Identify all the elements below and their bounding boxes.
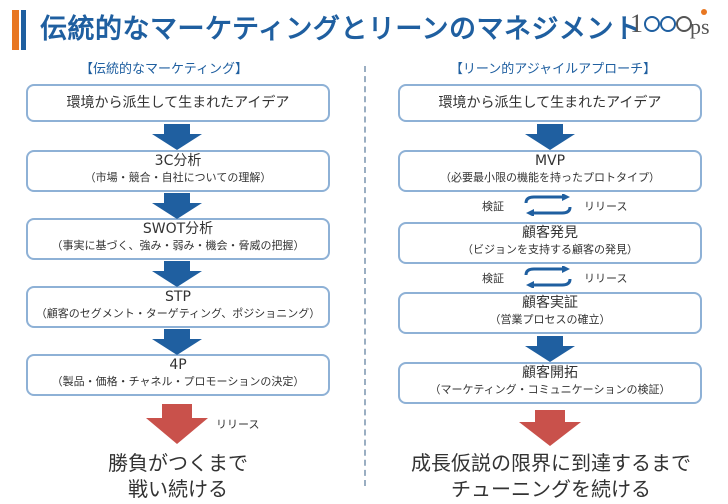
right-section-header: 【リーン的アジャイルアプローチ】 bbox=[449, 62, 657, 77]
loops-logo: 1 ps bbox=[630, 9, 710, 39]
right-box-customer-validation-subtitle: （営業プロセスの確立） bbox=[489, 313, 611, 326]
column-divider bbox=[364, 66, 366, 486]
left-down-arrow-4 bbox=[152, 329, 202, 355]
right-box-customer-discovery: 顧客発見 （ビジョンを支持する顧客の発見） bbox=[398, 222, 702, 264]
left-release-label: リリース bbox=[216, 418, 260, 431]
left-box-4p-title: 4P bbox=[169, 357, 187, 373]
right-box-idea: 環境から派生して生まれたアイデア bbox=[398, 84, 702, 122]
left-box-4p: 4P （製品・価格・チャネル・プロモーションの決定） bbox=[26, 354, 330, 396]
right-box-customer-validation: 顧客実証 （営業プロセスの確立） bbox=[398, 292, 702, 334]
right-down-arrow-1 bbox=[525, 124, 575, 150]
svg-text:1: 1 bbox=[630, 9, 643, 38]
left-bottom-text-line2: 戦い続ける bbox=[128, 477, 228, 501]
right-box-customer-discovery-subtitle: （ビジョンを支持する顧客の発見） bbox=[462, 243, 638, 256]
left-bottom-text: 勝負がつくまで 戦い続ける bbox=[46, 450, 310, 502]
left-bottom-text-line1: 勝負がつくまで bbox=[108, 451, 248, 475]
left-down-arrow-3 bbox=[152, 261, 202, 287]
right-cycle-2-release-label: リリース bbox=[584, 272, 628, 285]
cycle-arrows-icon-2 bbox=[524, 266, 572, 288]
right-box-customer-validation-title: 顧客実証 bbox=[522, 295, 578, 311]
right-red-arrow bbox=[519, 410, 581, 446]
left-down-arrow-1 bbox=[152, 124, 202, 150]
title-accent-bar-orange bbox=[12, 10, 19, 50]
cycle-arrows-icon-1 bbox=[524, 194, 572, 216]
left-release-arrow bbox=[146, 404, 208, 444]
left-box-3c: 3C分析 （市場・競合・自社についての理解） bbox=[26, 150, 330, 192]
title-accent-bar-blue bbox=[21, 10, 26, 50]
svg-text:ps: ps bbox=[690, 14, 710, 39]
right-bottom-text-line2: チューニングを続ける bbox=[451, 477, 651, 501]
right-box-mvp-title: MVP bbox=[534, 153, 566, 169]
page-title: 伝統的なマーケティングとリーンのマネジメント bbox=[40, 14, 642, 45]
left-box-stp-subtitle: （顧客のセグメント・ターゲティング、ポジショニング） bbox=[35, 307, 321, 320]
left-box-swot-title: SWOT分析 bbox=[142, 221, 214, 237]
left-box-idea: 環境から派生して生まれたアイデア bbox=[26, 84, 330, 122]
right-box-customer-creation-title: 顧客開拓 bbox=[522, 365, 578, 381]
right-bottom-text: 成長仮説の限界に到達するまで チューニングを続ける bbox=[386, 450, 716, 502]
left-box-3c-subtitle: （市場・競合・自社についての理解） bbox=[84, 171, 272, 184]
left-section-header: 【伝統的なマーケティング】 bbox=[80, 62, 248, 77]
left-box-swot: SWOT分析 （事実に基づく、強み・弱み・機会・脅威の把握） bbox=[26, 218, 330, 260]
left-box-idea-title: 環境から派生して生まれたアイデア bbox=[66, 95, 290, 111]
left-down-arrow-2 bbox=[152, 193, 202, 219]
right-box-customer-creation: 顧客開拓 （マーケティング・コミュニケーションの検証） bbox=[398, 362, 702, 404]
left-box-swot-subtitle: （事実に基づく、強み・弱み・機会・脅威の把握） bbox=[51, 239, 305, 252]
left-box-stp-title: STP bbox=[165, 289, 191, 305]
left-box-3c-title: 3C分析 bbox=[154, 153, 202, 169]
left-box-stp: STP （顧客のセグメント・ターゲティング、ポジショニング） bbox=[26, 286, 330, 328]
right-cycle-2-verify-label: 検証 bbox=[482, 272, 504, 285]
right-box-mvp-subtitle: （必要最小限の機能を持ったプロトタイプ） bbox=[440, 171, 660, 184]
right-cycle-1-release-label: リリース bbox=[584, 200, 628, 213]
right-box-customer-discovery-title: 顧客発見 bbox=[522, 225, 578, 241]
right-cycle-1-verify-label: 検証 bbox=[482, 200, 504, 213]
left-box-4p-subtitle: （製品・価格・チャネル・プロモーションの決定） bbox=[51, 375, 305, 388]
right-bottom-text-line1: 成長仮説の限界に到達するまで bbox=[411, 451, 691, 475]
right-down-arrow-2 bbox=[525, 336, 575, 362]
right-box-idea-title: 環境から派生して生まれたアイデア bbox=[438, 95, 662, 111]
right-box-mvp: MVP （必要最小限の機能を持ったプロトタイプ） bbox=[398, 150, 702, 192]
right-box-customer-creation-subtitle: （マーケティング・コミュニケーションの検証） bbox=[429, 383, 671, 396]
